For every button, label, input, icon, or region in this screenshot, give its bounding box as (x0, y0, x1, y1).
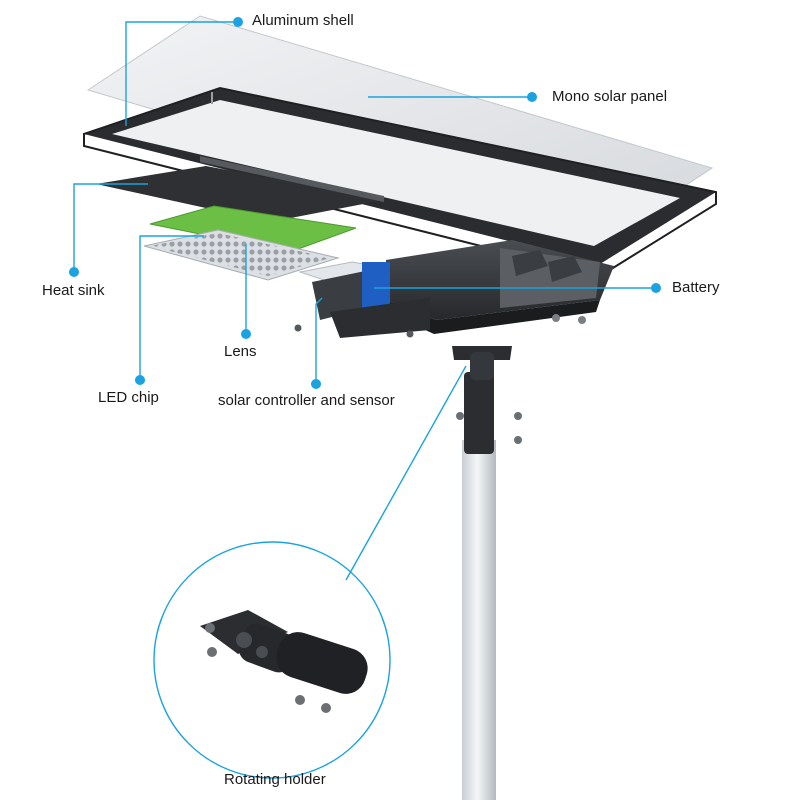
label-battery: Battery (672, 279, 720, 296)
leader-dots (69, 17, 661, 389)
pole (452, 346, 522, 800)
rotating-holder-detail (153, 541, 391, 779)
label-mono-solar-panel: Mono solar panel (552, 88, 668, 105)
dot-solar-controller (311, 379, 321, 389)
dot-battery (651, 283, 661, 293)
label-heat-sink: Heat sink (42, 282, 105, 299)
heat-sink (96, 166, 384, 222)
dot-lens (241, 329, 251, 339)
dot-mono-solar-panel (527, 92, 537, 102)
dot-led-chip (135, 375, 145, 385)
label-aluminum-shell: Aluminum shell (252, 12, 354, 29)
label-led-chip: LED chip (98, 389, 159, 406)
label-rotating-holder: Rotating holder (224, 771, 326, 788)
battery-housing (386, 240, 614, 334)
label-lens: Lens (224, 343, 257, 360)
dot-aluminum-shell (233, 17, 243, 27)
label-solar-controller: solar controller and sensor (218, 392, 395, 409)
leader-lines (73, 21, 654, 581)
aluminum-shell (83, 86, 717, 278)
solar-controller (294, 261, 430, 338)
dot-heat-sink (69, 267, 79, 277)
